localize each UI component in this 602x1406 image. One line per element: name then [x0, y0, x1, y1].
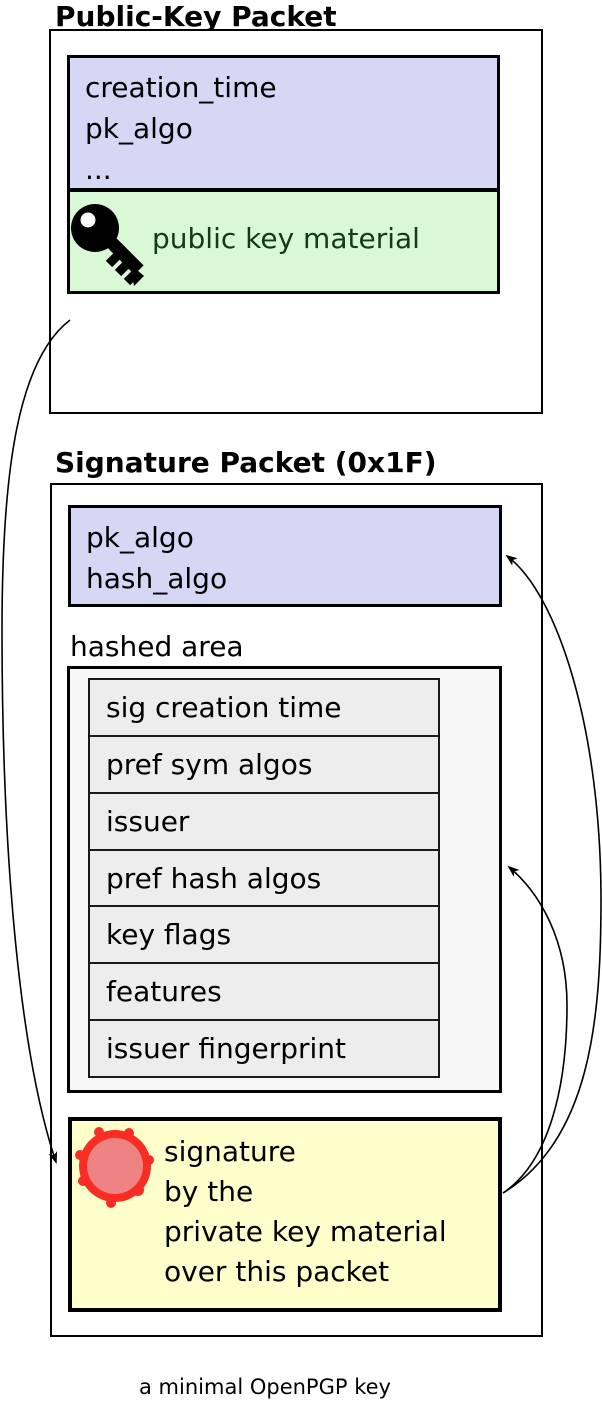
- signature-line-4: over this packet: [164, 1255, 390, 1288]
- subpacket-key-flags: key flags: [90, 907, 438, 965]
- field-creation-time: creation_time: [85, 71, 277, 104]
- signature-text: signature by the private key material ov…: [164, 1132, 447, 1292]
- field-sig-pk-algo: pk_algo: [86, 521, 194, 554]
- hashed-area-label: hashed area: [70, 630, 244, 663]
- subpacket-issuer-fingerprint: issuer fingerprint: [106, 1032, 347, 1066]
- signature-header-box: pk_algo hash_algo: [68, 505, 502, 607]
- subpacket-pref-hash-algos: pref hash algos: [90, 851, 438, 908]
- subpacket-issuer: issuer: [90, 794, 438, 851]
- subpacket-sig-creation-time: sig creation time: [90, 680, 438, 737]
- field-pk-algo: pk_algo: [85, 112, 193, 145]
- field-ellipsis: ...: [85, 153, 112, 186]
- signature-line-2: by the: [164, 1175, 254, 1208]
- signature-line-1: signature: [164, 1135, 296, 1168]
- diagram-caption: a minimal OpenPGP key: [139, 1375, 391, 1399]
- public-key-material-label: public key material: [152, 222, 420, 255]
- subpacket-pref-sym-algos: pref sym algos: [90, 737, 438, 794]
- key-icon: [71, 204, 144, 286]
- public-key-header-box: creation_time pk_algo ...: [67, 55, 500, 191]
- signature-packet-title: Signature Packet (0x1F): [55, 446, 437, 479]
- seal-icon: [75, 1127, 154, 1208]
- hashed-subpacket-list: sig creation time pref sym algos issuer …: [88, 678, 440, 1078]
- signature-line-3: private key material: [164, 1215, 447, 1248]
- subpacket-features: features: [90, 964, 438, 1022]
- public-key-packet-title: Public-Key Packet: [55, 0, 337, 33]
- field-hash-algo: hash_algo: [86, 562, 228, 595]
